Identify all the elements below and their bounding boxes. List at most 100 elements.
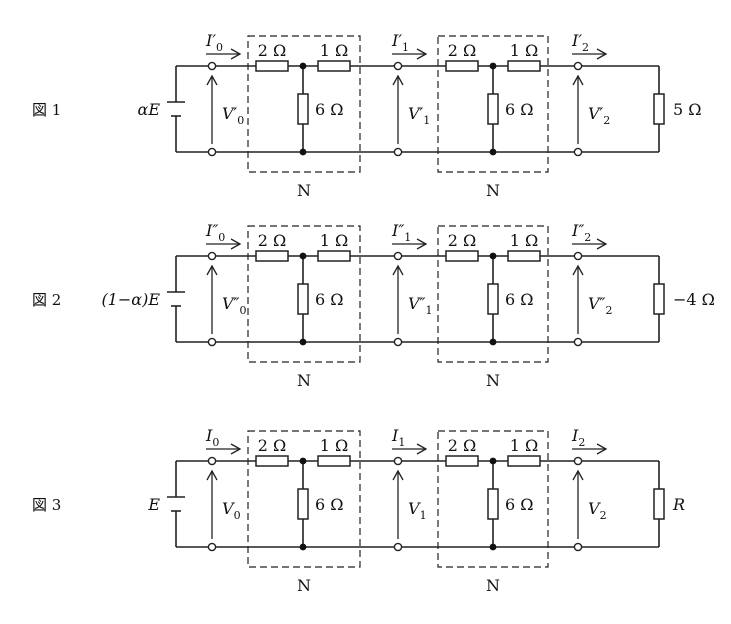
junction-dot: [299, 148, 307, 156]
block-label: N: [297, 576, 311, 595]
series-resistor-2ohm: [445, 250, 479, 262]
resistor-label: 6 Ω: [505, 495, 534, 514]
series-resistor-1ohm: [507, 455, 541, 467]
block-label: N: [297, 181, 311, 200]
resistor-label: 2 Ω: [448, 41, 477, 60]
voltage-label: V″0: [222, 294, 247, 317]
junction-dot: [489, 457, 497, 465]
current-label: I′2: [571, 31, 589, 54]
terminal-node: [393, 542, 403, 552]
junction-dot: [489, 338, 497, 346]
voltage-arrow: [572, 74, 584, 144]
voltage-label: V′0: [222, 104, 244, 127]
junction-dot: [489, 148, 497, 156]
terminal-node: [207, 337, 217, 347]
series-resistor-2ohm: [445, 60, 479, 72]
network-block-N: 2 Ω 1 Ω 6 Ω N: [247, 430, 361, 595]
voltage-arrow: [206, 74, 218, 144]
series-resistor-1ohm: [317, 60, 351, 72]
current-label: I′1: [391, 31, 409, 54]
current-arrow: [572, 238, 608, 250]
junction-dot: [299, 543, 307, 551]
current-arrow: [392, 238, 428, 250]
terminal-node: [573, 61, 583, 71]
terminal-node: [393, 147, 403, 157]
source-label: E: [147, 495, 160, 514]
terminal-node: [393, 251, 403, 261]
voltage-label: V′2: [588, 104, 610, 127]
junction-dot: [489, 252, 497, 260]
series-resistor-1ohm: [507, 250, 541, 262]
junction-dot: [299, 252, 307, 260]
terminal-node: [393, 337, 403, 347]
load-label: 5 Ω: [673, 100, 702, 119]
shunt-resistor-6ohm: [487, 93, 499, 125]
shunt-resistor-6ohm: [487, 283, 499, 315]
current-label: I′0: [205, 31, 223, 54]
current-label: I0: [205, 426, 219, 449]
series-resistor-2ohm: [255, 455, 289, 467]
load-label: R: [672, 495, 685, 514]
resistor-label: 1 Ω: [320, 231, 349, 250]
current-arrow: [206, 443, 242, 455]
series-resistor-1ohm: [507, 60, 541, 72]
dashed-box: [437, 35, 549, 173]
series-resistor-2ohm: [445, 455, 479, 467]
resistor-label: 1 Ω: [510, 436, 539, 455]
terminal-node: [207, 542, 217, 552]
terminal-node: [393, 61, 403, 71]
load-resistor: [653, 283, 665, 315]
voltage-label: V0: [222, 499, 241, 522]
network-block-N: 2 Ω 1 Ω 6 Ω N: [437, 35, 549, 200]
voltage-label: V2: [588, 499, 607, 522]
series-resistor-2ohm: [255, 250, 289, 262]
shunt-resistor-6ohm: [297, 488, 309, 520]
junction-dot: [299, 457, 307, 465]
current-label: I2: [571, 426, 585, 449]
resistor-label: 1 Ω: [510, 231, 539, 250]
junction-dot: [489, 543, 497, 551]
terminal-node: [573, 147, 583, 157]
terminal-node: [207, 61, 217, 71]
resistor-label: 6 Ω: [315, 495, 344, 514]
source-label: (1−α)E: [101, 290, 160, 309]
dashed-box: [437, 225, 549, 363]
resistor-label: 6 Ω: [315, 290, 344, 309]
resistor-label: 1 Ω: [320, 41, 349, 60]
dashed-box: [437, 430, 549, 568]
voltage-arrow: [392, 469, 404, 539]
terminal-node: [573, 337, 583, 347]
terminal-node: [207, 147, 217, 157]
junction-dot: [299, 338, 307, 346]
resistor-label: 1 Ω: [510, 41, 539, 60]
resistor-label: 2 Ω: [448, 231, 477, 250]
resistor-label: 6 Ω: [505, 100, 534, 119]
block-label: N: [486, 181, 500, 200]
voltage-arrow: [206, 264, 218, 334]
current-arrow: [392, 443, 428, 455]
dashed-box: [247, 225, 361, 363]
resistor-label: 1 Ω: [320, 436, 349, 455]
load-resistor: [653, 93, 665, 125]
resistor-label: 2 Ω: [448, 436, 477, 455]
voltage-label: V1: [408, 499, 427, 522]
voltage-label: V″2: [588, 294, 613, 317]
shunt-resistor-6ohm: [297, 93, 309, 125]
resistor-label: 2 Ω: [258, 231, 287, 250]
resistor-label: 2 Ω: [258, 436, 287, 455]
current-label: I1: [391, 426, 405, 449]
voltage-arrow: [572, 469, 584, 539]
resistor-label: 6 Ω: [505, 290, 534, 309]
terminal-node: [393, 456, 403, 466]
current-label: I″1: [391, 221, 411, 244]
figure-label: 図 2: [32, 291, 61, 309]
terminal-node: [207, 251, 217, 261]
